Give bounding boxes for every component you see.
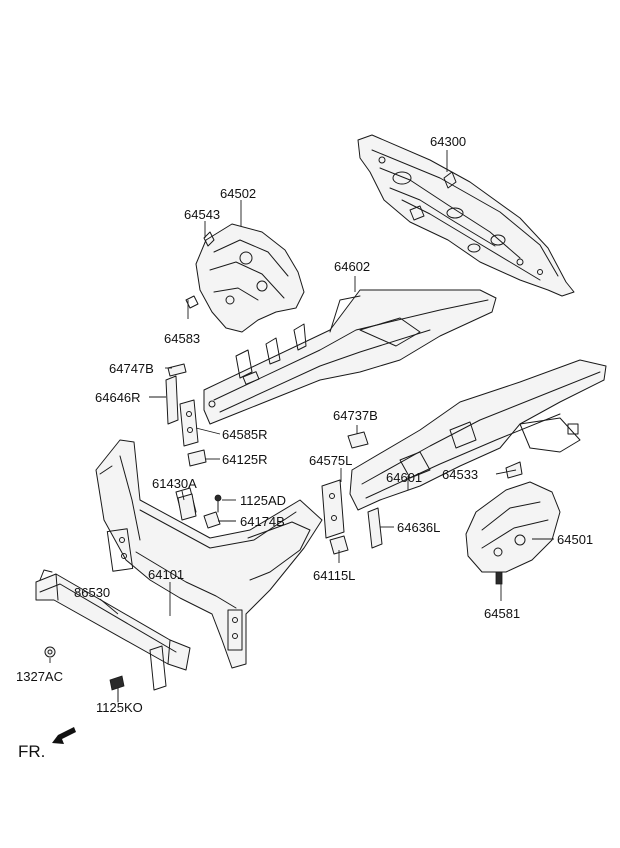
part-number-64601: 64601 (386, 470, 422, 485)
part-number-64583: 64583 (164, 331, 200, 346)
part-number-64585r: 64585R (222, 427, 268, 442)
front-side-member-right-illustration (203, 289, 497, 425)
front-direction-label: FR. (18, 742, 45, 761)
part-number-86530: 86530 (74, 585, 110, 600)
part-number-64581: 64581 (484, 606, 520, 621)
arrow-left-down-icon (52, 727, 76, 744)
front-side-member-left-illustration (349, 359, 607, 511)
reinforcement-64646r-illustration (165, 375, 179, 425)
part-number-64575l: 64575L (309, 453, 352, 468)
part-number-64101: 64101 (148, 567, 184, 582)
bumper-beam-illustration (35, 569, 191, 691)
nut-64174b-illustration (203, 511, 221, 529)
part-number-64115l: 64115L (313, 568, 355, 583)
part-number-1327ac: 1327AC (16, 669, 63, 684)
part-number-64737b: 64737B (333, 408, 378, 423)
bracket-64115l-illustration (329, 535, 349, 555)
bracket-61430a-illustration (177, 493, 197, 521)
front-apron-left-illustration (465, 481, 561, 585)
part-number-1125ad: 1125AD (240, 493, 286, 508)
plate-64575l-illustration (321, 479, 345, 539)
part-number-64747b: 64747B (109, 361, 154, 376)
bolt-1125ko-illustration (109, 675, 125, 703)
reinforcement-64636l-illustration (367, 507, 383, 549)
front-direction-indicator: FR. (18, 727, 76, 761)
part-number-64300: 64300 (430, 134, 466, 149)
part-labels: 64300 64502 64543 64583 64602 64747B 646… (16, 134, 593, 715)
part-number-64543: 64543 (184, 207, 220, 222)
leader-lines (49, 150, 554, 702)
part-number-64125r: 64125R (222, 452, 268, 467)
plate-64585r-illustration (179, 399, 199, 447)
dash-panel-illustration (357, 134, 575, 297)
part-number-64502: 64502 (220, 186, 256, 201)
part-number-64533: 64533 (442, 467, 478, 482)
front-apron-right-illustration (185, 223, 305, 333)
nut-1327ac-illustration (44, 646, 56, 658)
part-number-64636l: 64636L (397, 520, 440, 535)
part-number-64602: 64602 (334, 259, 370, 274)
part-number-64646r: 64646R (95, 390, 141, 405)
bracket-64747b-illustration (167, 363, 187, 377)
part-number-64501: 64501 (557, 532, 593, 547)
part-number-61430a: 61430A (152, 476, 197, 491)
part-number-1125ko: 1125KO (96, 700, 143, 715)
radiator-support-illustration (95, 439, 323, 669)
bracket-64737b-illustration (347, 431, 369, 449)
bolt-1125ad-illustration (214, 494, 222, 513)
part-number-64174b: 64174B (240, 514, 285, 529)
bracket-64125r-illustration (187, 449, 207, 467)
